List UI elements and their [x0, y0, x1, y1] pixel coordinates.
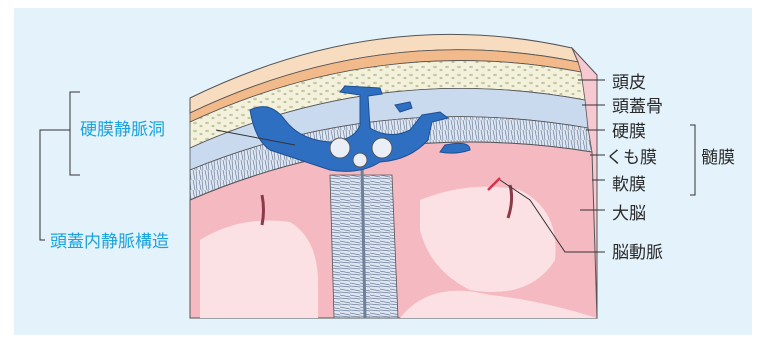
- label-cerebral-artery: 脳動脈: [612, 243, 663, 263]
- sulcus-left: [262, 195, 264, 225]
- label-cerebrum: 大脳: [612, 204, 646, 224]
- label-meninges: 髄膜: [701, 148, 735, 168]
- label-pia: 軟膜: [612, 175, 646, 195]
- label-dura: 硬膜: [612, 122, 646, 142]
- label-arachnoid: くも膜: [606, 148, 657, 168]
- label-skull: 頭蓋骨: [612, 97, 663, 117]
- label-dural-venous-sinus: 硬膜静脈洞: [80, 120, 165, 140]
- label-scalp: 頭皮: [612, 73, 646, 93]
- label-intracranial-venous: 頭蓋内静脈構造: [50, 232, 169, 252]
- brain-region-left: [200, 220, 318, 318]
